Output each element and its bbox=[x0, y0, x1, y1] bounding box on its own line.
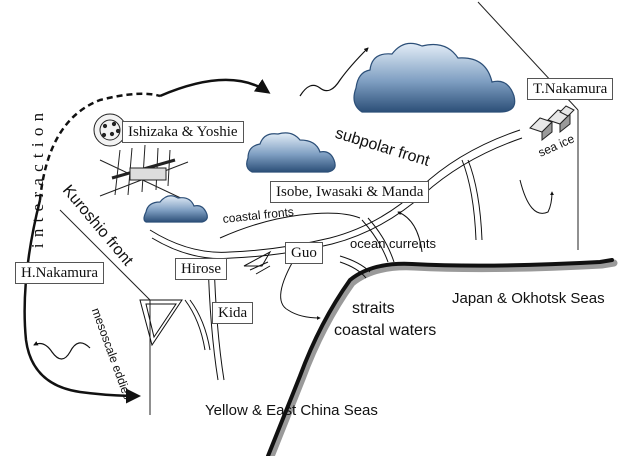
label-kida: Kida bbox=[212, 302, 254, 324]
label-isobe-iwasaki-manda: Isobe, Iwasaki & Manda bbox=[270, 181, 430, 203]
label-h-nakamura: H.Nakamura bbox=[15, 262, 105, 284]
coastline bbox=[266, 258, 618, 461]
label-straits: straits bbox=[352, 300, 395, 317]
label-hirose: Hirose bbox=[175, 258, 227, 280]
wind-symbol bbox=[243, 250, 272, 275]
label-yellow-east-china-seas: Yellow & East China Seas bbox=[205, 402, 378, 419]
frame-line-left bbox=[59, 209, 151, 301]
label-japan-okhotsk-seas: Japan & Okhotsk Seas bbox=[452, 290, 605, 307]
label-t-nakamura: T.Nakamura bbox=[527, 78, 614, 100]
cloud-small bbox=[143, 195, 208, 223]
cloud-medium bbox=[246, 132, 336, 173]
plankton-illustration bbox=[93, 113, 189, 201]
sea-ice-icon bbox=[529, 105, 575, 142]
label-guo: Guo bbox=[285, 242, 323, 264]
label-coastal-waters: coastal waters bbox=[334, 322, 437, 339]
eddies-symbol bbox=[139, 299, 183, 347]
cloud-large bbox=[353, 42, 516, 113]
frame-lines bbox=[59, 1, 579, 415]
label-ishizaka-yoshie: Ishizaka & Yoshie bbox=[122, 121, 244, 143]
interaction-label: i n t e r a c t i o n bbox=[28, 111, 48, 249]
current-lines bbox=[149, 129, 523, 381]
label-ocean-currents: ocean currents bbox=[350, 236, 436, 251]
